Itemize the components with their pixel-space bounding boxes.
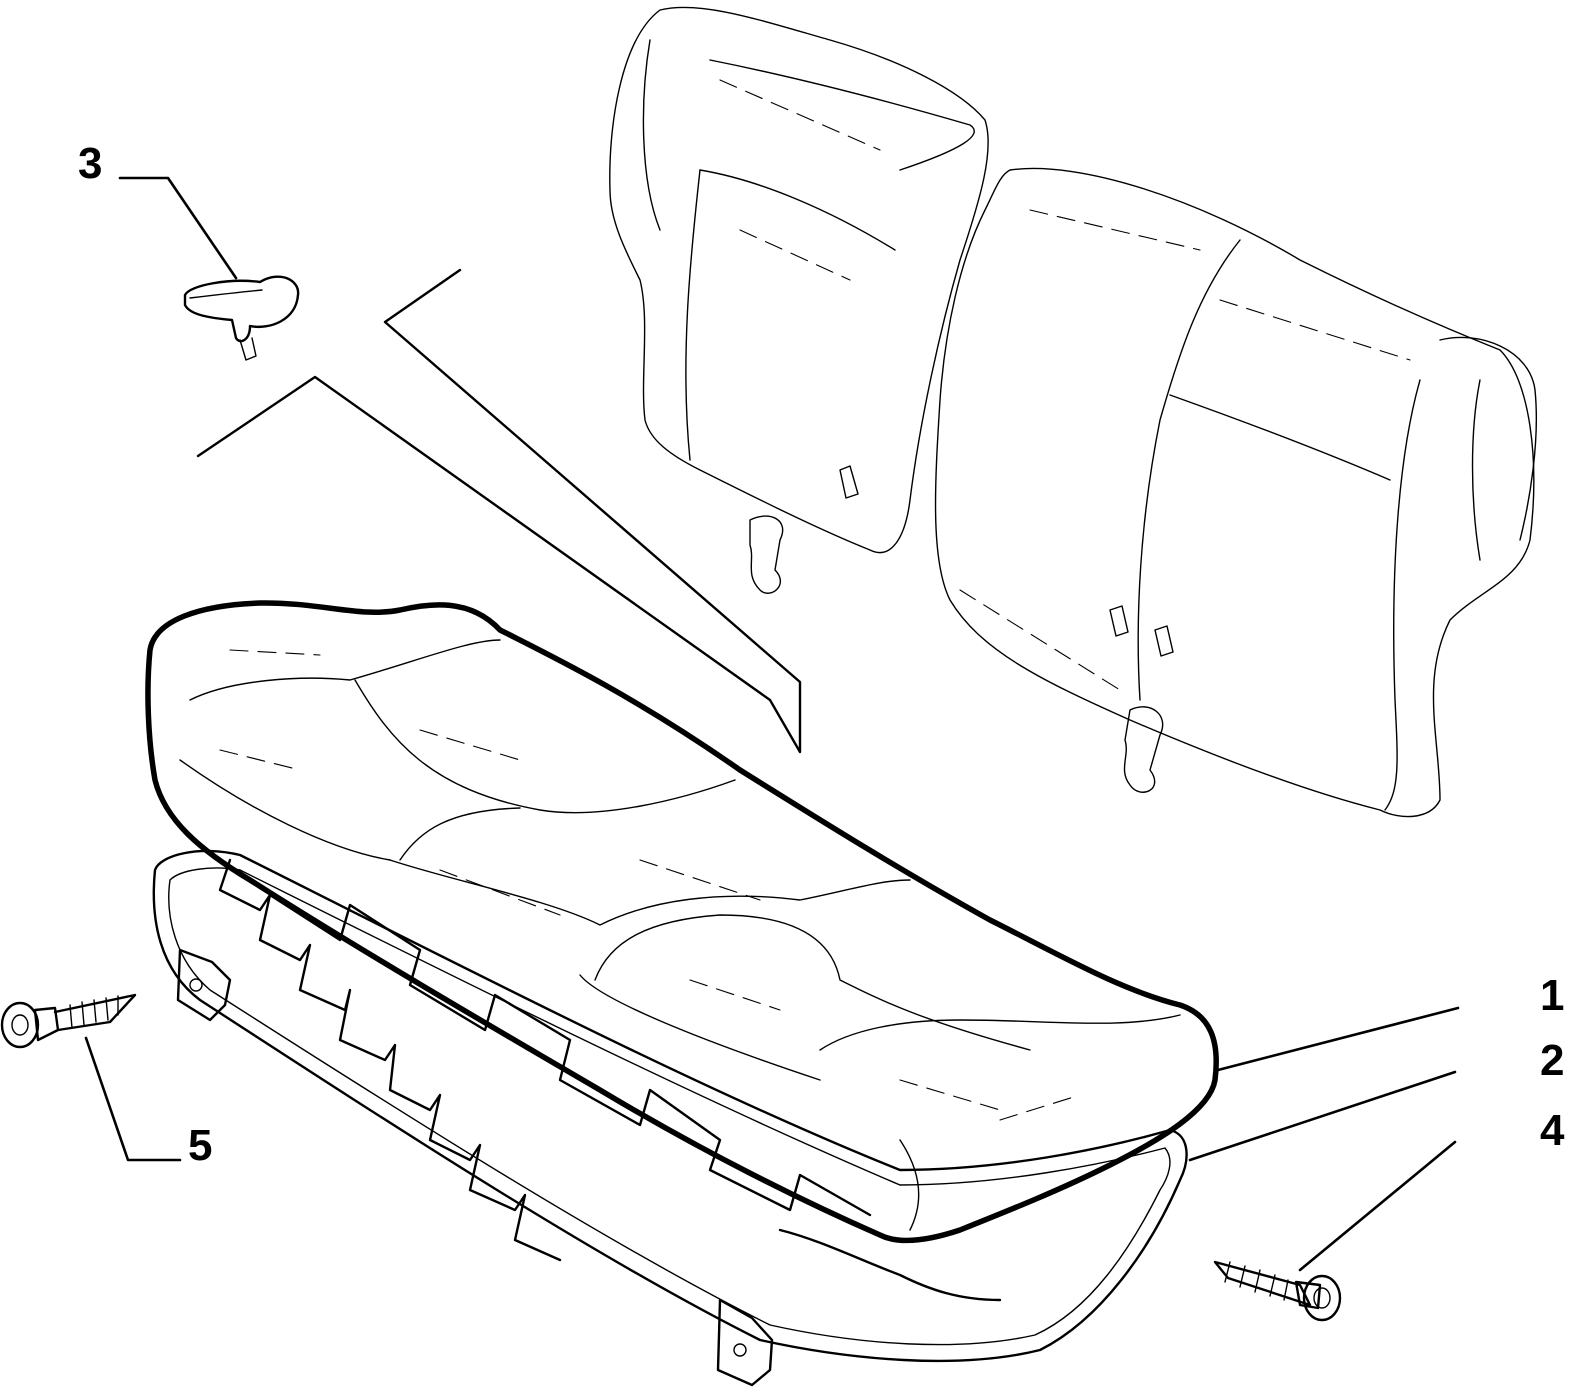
alignment-guide-lines — [196, 268, 802, 754]
callout-1: 1 — [1540, 971, 1564, 1020]
callout-5: 5 — [188, 1121, 212, 1170]
screw-left — [0, 993, 137, 1049]
seat-cushion — [145, 600, 1219, 1244]
callout-3: 3 — [78, 139, 102, 188]
seat-frame — [152, 849, 1188, 1387]
callout-2: 2 — [1540, 1036, 1564, 1085]
leader-lines — [84, 176, 1460, 1272]
strap-clip — [183, 275, 300, 361]
rear-seat-backrest — [609, 6, 1537, 818]
screw-right — [1213, 1260, 1342, 1322]
callout-4: 4 — [1540, 1106, 1565, 1155]
